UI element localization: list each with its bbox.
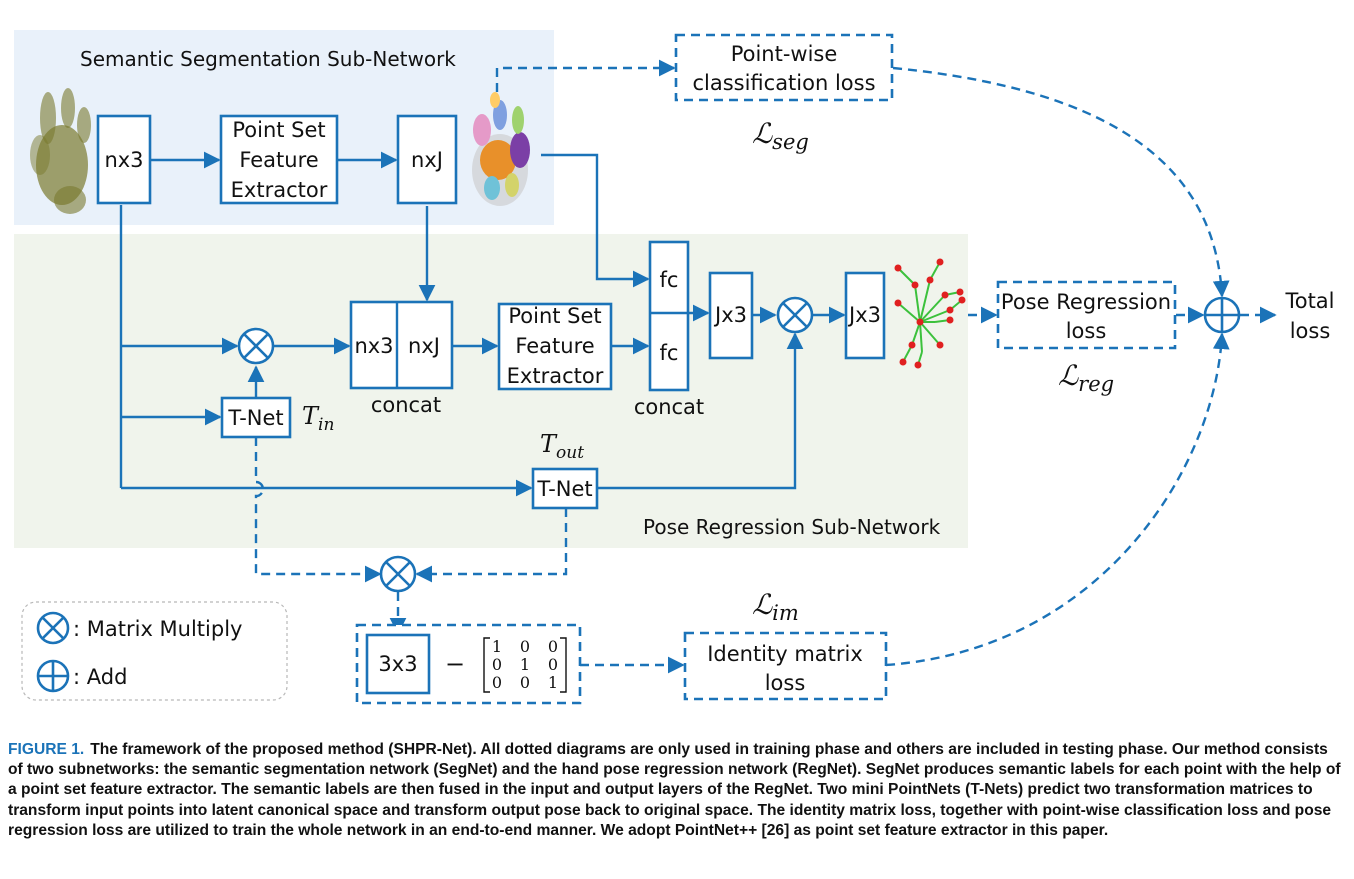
concat-nx3-label: nx3 [354,334,393,358]
tnet-out-box [531,467,599,510]
identity-loss-line1: Identity matrix [707,642,863,666]
multiply-op-tnets [379,555,417,593]
reg-subnetwork-title: Pose Regression Sub-Network [643,515,941,539]
tnet-in-box [220,396,292,439]
tnet-in-label: T-Net [227,406,283,430]
total-loss-line2: loss [1290,319,1331,343]
seg-nxJ-label: nxJ [411,148,443,172]
jx3-post-box [844,271,886,360]
jx3-pre-box [708,271,754,360]
multiply-op-output [776,296,814,334]
pose-regression-loss-line1: Pose Regression [1001,290,1171,314]
hand-skeleton-image [894,258,966,369]
figure-caption: FIGURE 1.The framework of the proposed m… [8,740,1346,841]
seg-psfe-line1: Point Set [232,118,325,142]
seg-feature-extractor-box [219,114,339,205]
pose-regression-loss-box [996,280,1177,350]
l-im-symbol: ℒim [752,588,799,625]
reg-feature-extractor-box [497,302,613,391]
three-by-three-box [365,633,431,695]
jx3-post-label: Jx3 [847,303,881,327]
total-loss-line1: Total [1284,289,1334,313]
tnet-out-label: T-Net [536,477,592,501]
add-op [1203,296,1241,334]
fc-upper-label: fc [660,268,679,292]
reg-subnetwork-panel [14,234,968,548]
t-in-symbol: Tin [302,402,334,435]
concat-box [349,300,454,390]
matrix-cell: 0 [492,673,502,692]
fc-lower-label: fc [660,341,679,365]
concat-nxJ-label: nxJ [408,334,440,358]
reg-psfe-line2: Feature [515,334,594,358]
figure-caption-text: The framework of the proposed method (SH… [8,741,1341,839]
matrix-cell: 0 [548,637,558,656]
fc-concat-box [648,240,690,392]
matrix-cell: 0 [520,673,530,692]
identity-loss-box [683,631,888,701]
pointwise-loss-line2: classification loss [692,71,875,95]
seg-nxJ-box [396,114,458,205]
legend-add-icon [36,659,70,693]
legend-add-label: : Add [73,665,127,689]
minus-sign: − [445,650,465,678]
training-only-dashed-lines [254,59,1277,674]
jx3-pre-label: Jx3 [713,303,747,327]
framework-diagram: Semantic Segmentation Sub-Network Pose R… [14,30,1335,705]
matrix-cell: 0 [520,637,530,656]
input-nx3-box [96,114,152,205]
three-by-three-label: 3x3 [378,652,417,676]
input-point-cloud-image [30,88,91,214]
matrix-cell: 1 [492,637,502,656]
connector-lines [119,151,846,497]
input-nx3-label: nx3 [104,148,143,172]
l-seg-symbol: ℒseg [752,117,809,154]
matrix-cell: 0 [548,655,558,674]
identity-loss-line2: loss [765,671,806,695]
seg-psfe-line3: Extractor [231,178,328,202]
multiply-op-input [237,327,275,365]
figure-label: FIGURE 1. [8,741,85,758]
l-reg-symbol: ℒreg [1058,359,1114,396]
matrix-cell: 1 [548,673,558,692]
pointwise-loss-box [674,33,894,102]
segmented-point-cloud-image [472,92,530,206]
t-out-symbol: Tout [540,430,584,463]
legend-multiply-label: : Matrix Multiply [73,617,242,641]
matrix-cell: 0 [492,655,502,674]
reg-psfe-line3: Extractor [507,364,604,388]
legend-multiply-icon [36,611,70,645]
concat-label-1: concat [371,393,441,417]
pose-regression-loss-line2: loss [1066,319,1107,343]
concat-label-2: concat [634,395,704,419]
seg-psfe-line2: Feature [239,148,318,172]
matrix-cell: 1 [520,655,530,674]
seg-subnetwork-title: Semantic Segmentation Sub-Network [80,47,456,71]
pointwise-loss-line1: Point-wise [731,42,838,66]
legend-box [21,601,288,701]
reg-psfe-line1: Point Set [508,304,601,328]
